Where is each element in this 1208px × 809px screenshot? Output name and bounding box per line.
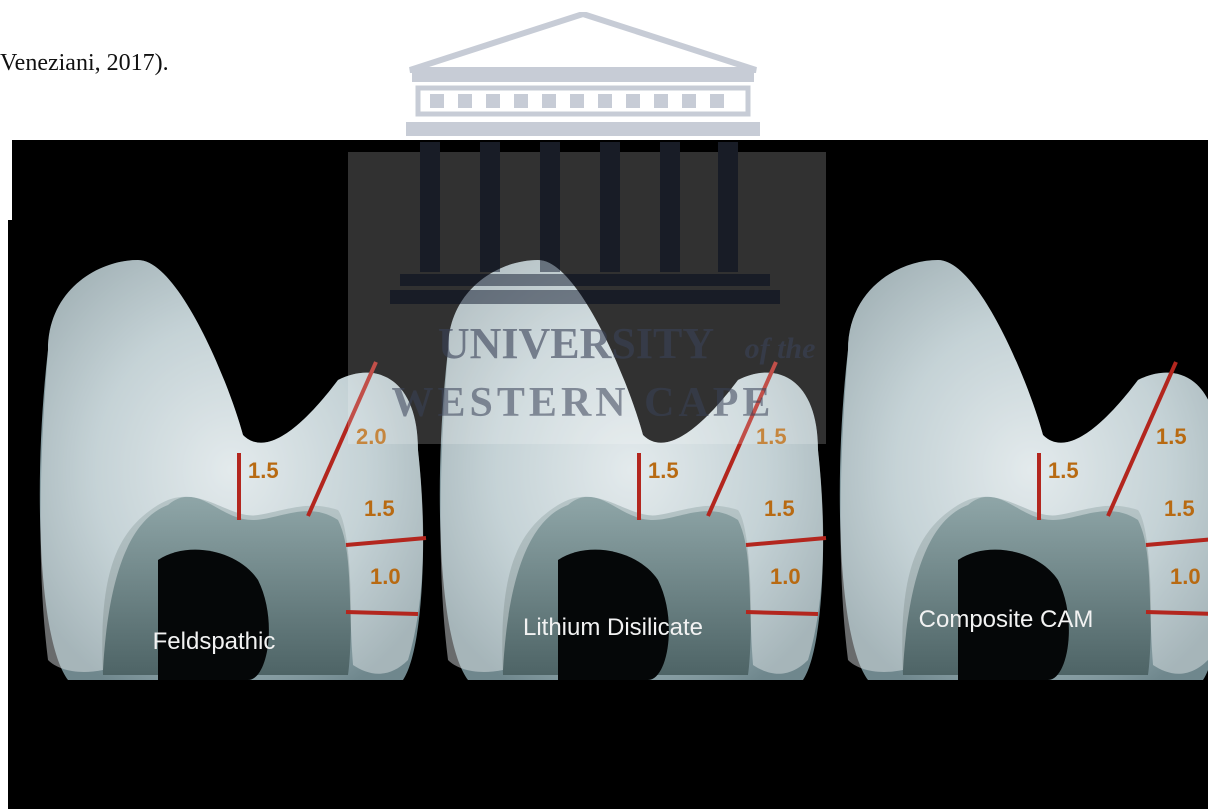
measurement-label: 1.5: [764, 496, 795, 521]
label-feldspathic: Feldspathic: [153, 628, 276, 656]
measurement-line: [346, 612, 418, 614]
figure-edge: [8, 140, 12, 220]
label-composite-cam: Composite CAM: [919, 606, 1094, 634]
restoration-thickness-figure: 1.5 2.0 1.5 1.0 1.5 1.5 1.5 1.0 1.5 1.5 1.5 1.0 Fel…: [8, 140, 1208, 809]
measurement-label: 1.0: [1170, 564, 1201, 589]
measurement-line: [1146, 612, 1208, 614]
measurement-label: 1.5: [756, 424, 787, 449]
measurement-label: 1.5: [364, 496, 395, 521]
measurement-label: 1.5: [648, 458, 679, 483]
measurement-label: 1.5: [1164, 496, 1195, 521]
measurement-line: [746, 612, 818, 614]
measurement-label: 1.0: [370, 564, 401, 589]
figure-canvas: 1.5 2.0 1.5 1.0 1.5 1.5 1.5 1.0 1.5 1.5 1.5 1.0: [8, 140, 1208, 809]
measurement-label: 1.5: [1156, 424, 1187, 449]
body-text-fragment: Veneziani, 2017).: [0, 50, 169, 77]
measurement-label: 1.5: [1048, 458, 1079, 483]
measurement-label: 1.0: [770, 564, 801, 589]
measurement-label: 1.5: [248, 458, 279, 483]
measurement-label: 2.0: [356, 424, 387, 449]
label-lithium-disilicate: Lithium Disilicate: [523, 614, 703, 642]
